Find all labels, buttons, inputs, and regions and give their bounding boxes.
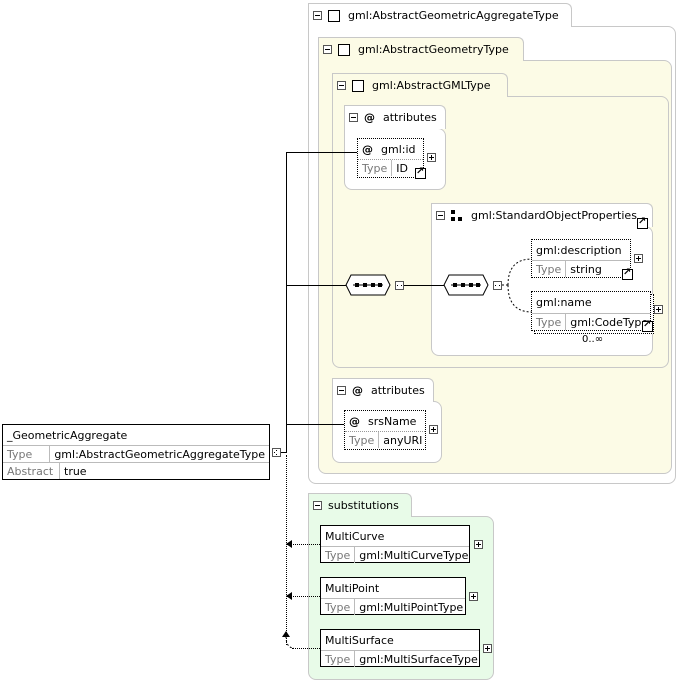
- plus-toggle-icon[interactable]: [429, 425, 438, 434]
- multi-curve-type-label: Type: [321, 547, 356, 563]
- plus-toggle-icon[interactable]: [469, 592, 478, 601]
- gml-description-type-value: string: [570, 262, 602, 276]
- minus-toggle-icon[interactable]: [337, 81, 346, 90]
- substitution-arrow-icon: [286, 540, 292, 548]
- multi-surface-element[interactable]: MultiSurface Type gml:MultiSurfaceType: [320, 629, 480, 667]
- substitution-connector: [285, 635, 295, 649]
- attribute-at-icon: @: [362, 142, 373, 156]
- gml-name-type-value: gml:CodeType: [570, 315, 649, 329]
- connector-line: [286, 424, 344, 425]
- multi-point-element[interactable]: MultiPoint Type gml:MultiPointType: [320, 577, 466, 615]
- minus-toggle-icon[interactable]: [337, 386, 346, 395]
- gml-id-attribute[interactable]: @ gml:id Type ID: [357, 138, 424, 178]
- complex-type-icon: [338, 43, 350, 56]
- geometric-aggregate-name: _GeometricAggregate: [7, 428, 128, 442]
- sequence-branch-lines: [502, 258, 533, 313]
- connector-line: [281, 452, 287, 453]
- connector-line: [286, 285, 346, 286]
- gml-id-type-label: Type: [358, 160, 393, 176]
- minus-toggle-icon[interactable]: [323, 45, 332, 54]
- plus-toggle-icon[interactable]: [483, 644, 492, 653]
- geometry-attributes-tab[interactable]: @ attributes: [332, 378, 434, 402]
- multi-curve-element[interactable]: MultiCurve Type gml:MultiCurveType: [320, 525, 470, 563]
- complex-type-icon: [328, 9, 340, 22]
- minus-toggle-icon[interactable]: [313, 11, 322, 20]
- plus-toggle-icon[interactable]: [474, 540, 483, 549]
- open-link-icon[interactable]: [637, 216, 648, 229]
- gml-id-type-value: ID: [396, 161, 408, 175]
- abstract-geometry-type-tab[interactable]: gml:AbstractGeometryType: [318, 37, 524, 61]
- gml-type-attributes-title: attributes: [383, 111, 437, 124]
- substitution-connector: [286, 544, 320, 545]
- multi-surface-type-value: gml:MultiSurfaceType: [359, 652, 478, 666]
- plus-toggle-icon[interactable]: [427, 153, 436, 162]
- minus-toggle-icon[interactable]: [436, 211, 445, 220]
- multi-surface-name: MultiSurface: [325, 633, 394, 647]
- srs-name-type-value: anyURI: [383, 433, 423, 447]
- substitutions-title: substitutions: [328, 499, 399, 512]
- substitution-connector: [286, 596, 320, 597]
- connector-line: [286, 152, 357, 153]
- substitution-connector: [286, 455, 287, 645]
- open-link-icon[interactable]: [415, 166, 426, 179]
- gml-name-type-label: Type: [532, 314, 567, 330]
- abstract-gml-type-tab[interactable]: gml:AbstractGMLType: [332, 73, 508, 97]
- connector-line: [286, 152, 287, 453]
- srs-name-attribute[interactable]: @ srsName Type anyURI: [344, 410, 426, 450]
- abstract-geometric-aggregate-type-label: gml:AbstractGeometricAggregateType: [348, 9, 559, 22]
- sequence-icon: [345, 274, 391, 296]
- abstract-gml-type-label: gml:AbstractGMLType: [372, 79, 491, 92]
- multi-surface-type-label: Type: [321, 651, 356, 667]
- open-link-icon[interactable]: [622, 267, 633, 280]
- open-link-icon[interactable]: [642, 319, 653, 332]
- connector-line: [404, 285, 444, 286]
- attribute-at-icon: @: [352, 384, 363, 397]
- geometric-aggregate-element[interactable]: _GeometricAggregate Type gml:AbstractGeo…: [2, 424, 270, 480]
- gml-description-name: gml:description: [536, 243, 622, 257]
- srs-name-type-label: Type: [345, 432, 380, 448]
- geometry-attributes-title: attributes: [371, 384, 425, 397]
- abstract-geometric-aggregate-type-tab[interactable]: gml:AbstractGeometricAggregateType: [308, 3, 572, 27]
- sequence-icon: [443, 274, 489, 296]
- gml-description-element[interactable]: gml:description Type string: [531, 239, 631, 278]
- multi-point-name: MultiPoint: [325, 581, 380, 595]
- complex-type-icon: [352, 79, 364, 92]
- standard-object-properties-label: gml:StandardObjectProperties: [471, 209, 637, 222]
- plus-toggle-icon[interactable]: [654, 305, 663, 314]
- substitution-arrow-icon: [282, 631, 290, 637]
- srs-name-name: srsName: [368, 414, 417, 428]
- gml-name-occurrence: 0..∞: [582, 334, 604, 345]
- substitutions-tab[interactable]: substitutions: [308, 493, 412, 517]
- multi-point-type-label: Type: [321, 599, 356, 615]
- gml-name-element[interactable]: gml:name Type gml:CodeType: [531, 291, 651, 331]
- element-group-icon: [451, 209, 462, 221]
- root-type-label: Type: [3, 446, 51, 462]
- attribute-at-icon: @: [349, 414, 360, 428]
- gml-type-attributes-tab[interactable]: @ attributes: [344, 105, 446, 129]
- substitution-arrow-icon: [286, 592, 292, 600]
- minus-toggle-icon[interactable]: [313, 501, 322, 510]
- attribute-at-icon: @: [364, 111, 375, 124]
- multi-curve-type-value: gml:MultiCurveType: [359, 548, 469, 562]
- abstract-geometry-type-label: gml:AbstractGeometryType: [358, 43, 509, 56]
- gml-description-type-label: Type: [532, 261, 567, 277]
- gml-id-name: gml:id: [381, 142, 416, 156]
- plus-toggle-icon[interactable]: [634, 254, 643, 263]
- gml-name-name: gml:name: [536, 296, 592, 309]
- multi-curve-name: MultiCurve: [325, 529, 385, 543]
- minus-toggle-icon[interactable]: [349, 113, 358, 122]
- substitution-connector: [292, 648, 320, 649]
- root-type-value: gml:AbstractGeometricAggregateType: [54, 447, 265, 461]
- multi-point-type-value: gml:MultiPointType: [359, 600, 464, 614]
- root-abstract-label: Abstract: [3, 463, 60, 479]
- standard-object-properties-tab[interactable]: gml:StandardObjectProperties: [431, 203, 653, 227]
- root-abstract-value: true: [64, 464, 87, 478]
